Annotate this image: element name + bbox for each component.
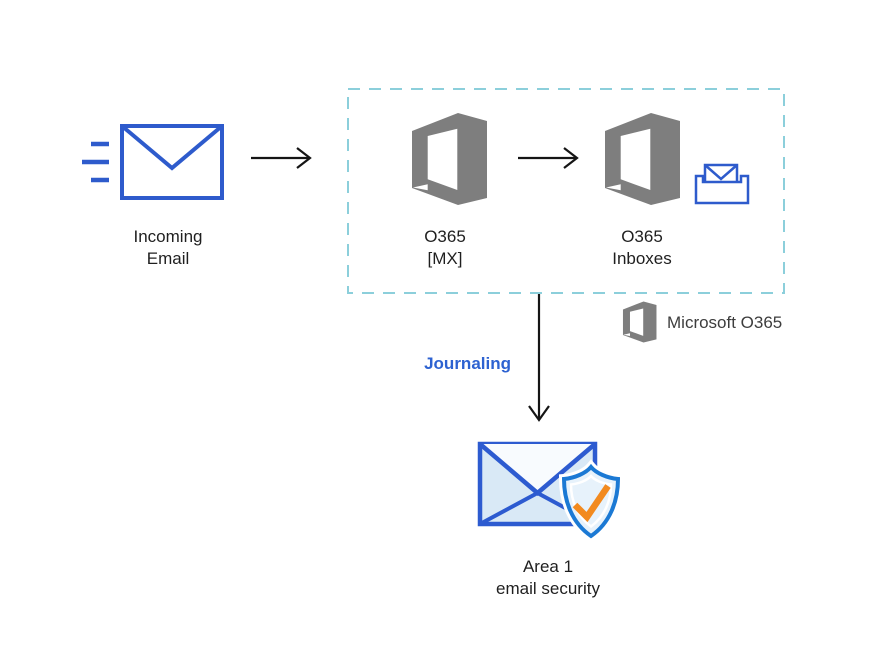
o365-inboxes-label: O365 Inboxes (592, 226, 692, 270)
arrow-down-icon (528, 294, 550, 422)
office365-logo-icon (605, 113, 680, 205)
o365-mx-label-line1: O365 (424, 227, 466, 246)
area1-label-line2: email security (496, 579, 600, 598)
envelope-shield-check-icon (477, 441, 624, 542)
incoming-email-label: Incoming Email (93, 226, 243, 270)
journaling-label: Journaling (424, 354, 511, 373)
arrow-right-icon (518, 147, 579, 169)
o365-dashed-boundary (347, 88, 785, 294)
o365-inboxes-label-line1: O365 (621, 227, 663, 246)
o365-mx-label-line2: [MX] (427, 249, 463, 268)
checkmark-icon (572, 484, 611, 523)
incoming-email-label-line2: Email (146, 249, 190, 268)
o365-inboxes-label-line2: Inboxes (612, 249, 672, 268)
envelope-with-speed-lines-icon (82, 124, 224, 200)
office365-logo-icon (622, 301, 657, 343)
legend-microsoft-o365-label: Microsoft O365 (667, 313, 783, 332)
inbox-tray-envelope-icon (694, 163, 750, 205)
o365-mx-label: O365 [MX] (395, 226, 495, 270)
arrow-right-icon (251, 147, 312, 169)
office365-logo-icon (412, 113, 487, 205)
area1-label-line1: Area 1 (522, 557, 574, 576)
incoming-email-label-line1: Incoming (133, 227, 203, 246)
area1-email-security-label: Area 1 email security (472, 556, 624, 600)
